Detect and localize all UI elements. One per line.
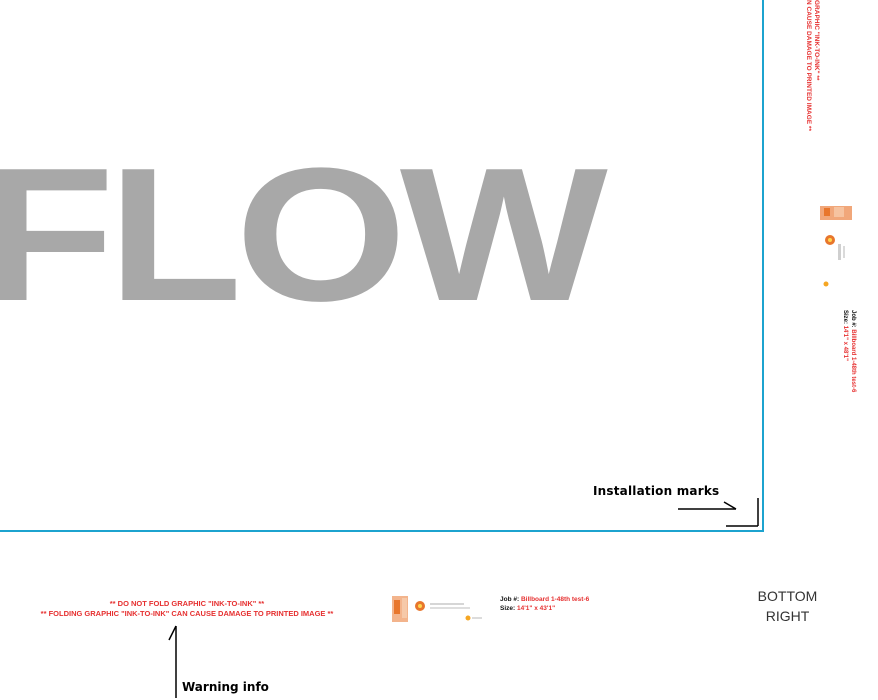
side-job-label: Job #: — [850, 310, 856, 328]
installation-marks-label: Installation marks — [593, 484, 720, 498]
flow-headline: FLOW — [0, 129, 608, 341]
bottom-job-info: Job #: Billboard 1-48th test-6 Size: 14'… — [500, 595, 589, 613]
bottom-size-label: Size: — [500, 605, 516, 612]
warning-info-label: Warning info — [182, 680, 269, 694]
bottom-right-line1: BOTTOM — [757, 588, 818, 604]
side-warning-text: GRAPHIC "INK-TO-INK" ** N CAUSE DAMAGE T… — [804, 0, 820, 200]
bottom-job-value: Billboard 1-48th test-6 — [520, 596, 590, 603]
bottom-size-value: 14'1" x 43'1" — [516, 605, 556, 612]
installation-mark-icon — [678, 498, 759, 527]
side-size-value: 14'1" x 48'1" — [842, 325, 849, 361]
side-job-value: Billboard 1-48th test-6 — [850, 329, 856, 393]
bottom-warning-text: ** DO NOT FOLD GRAPHIC "INK-TO-INK" ** *… — [22, 599, 352, 619]
flower-logo-icon — [820, 206, 852, 287]
pointer-arrow-icon — [168, 625, 177, 698]
side-warning-line1: GRAPHIC "INK-TO-INK" ** — [813, 0, 820, 81]
bottom-right-line2: RIGHT — [765, 608, 810, 624]
side-size-label: Size: — [842, 310, 849, 325]
bottom-warning-line2: ** FOLDING GRAPHIC "INK-TO-INK" CAN CAUS… — [40, 609, 334, 618]
side-info-strip: GRAPHIC "INK-TO-INK" ** N CAUSE DAMAGE T… — [786, 0, 876, 520]
artwork-board: FLOW — [0, 0, 764, 532]
bottom-job-label: Job #: — [500, 596, 520, 603]
side-job-info: Job #: Billboard 1-48th test-6 Size: 14'… — [841, 310, 857, 393]
bottom-warning-line1: ** DO NOT FOLD GRAPHIC "INK-TO-INK" ** — [109, 599, 265, 608]
bottom-right-label: BOTTOM RIGHT — [740, 586, 835, 626]
flower-logo-icon — [392, 596, 482, 622]
side-warning-line2: N CAUSE DAMAGE TO PRINTED IMAGE ** — [805, 0, 812, 131]
